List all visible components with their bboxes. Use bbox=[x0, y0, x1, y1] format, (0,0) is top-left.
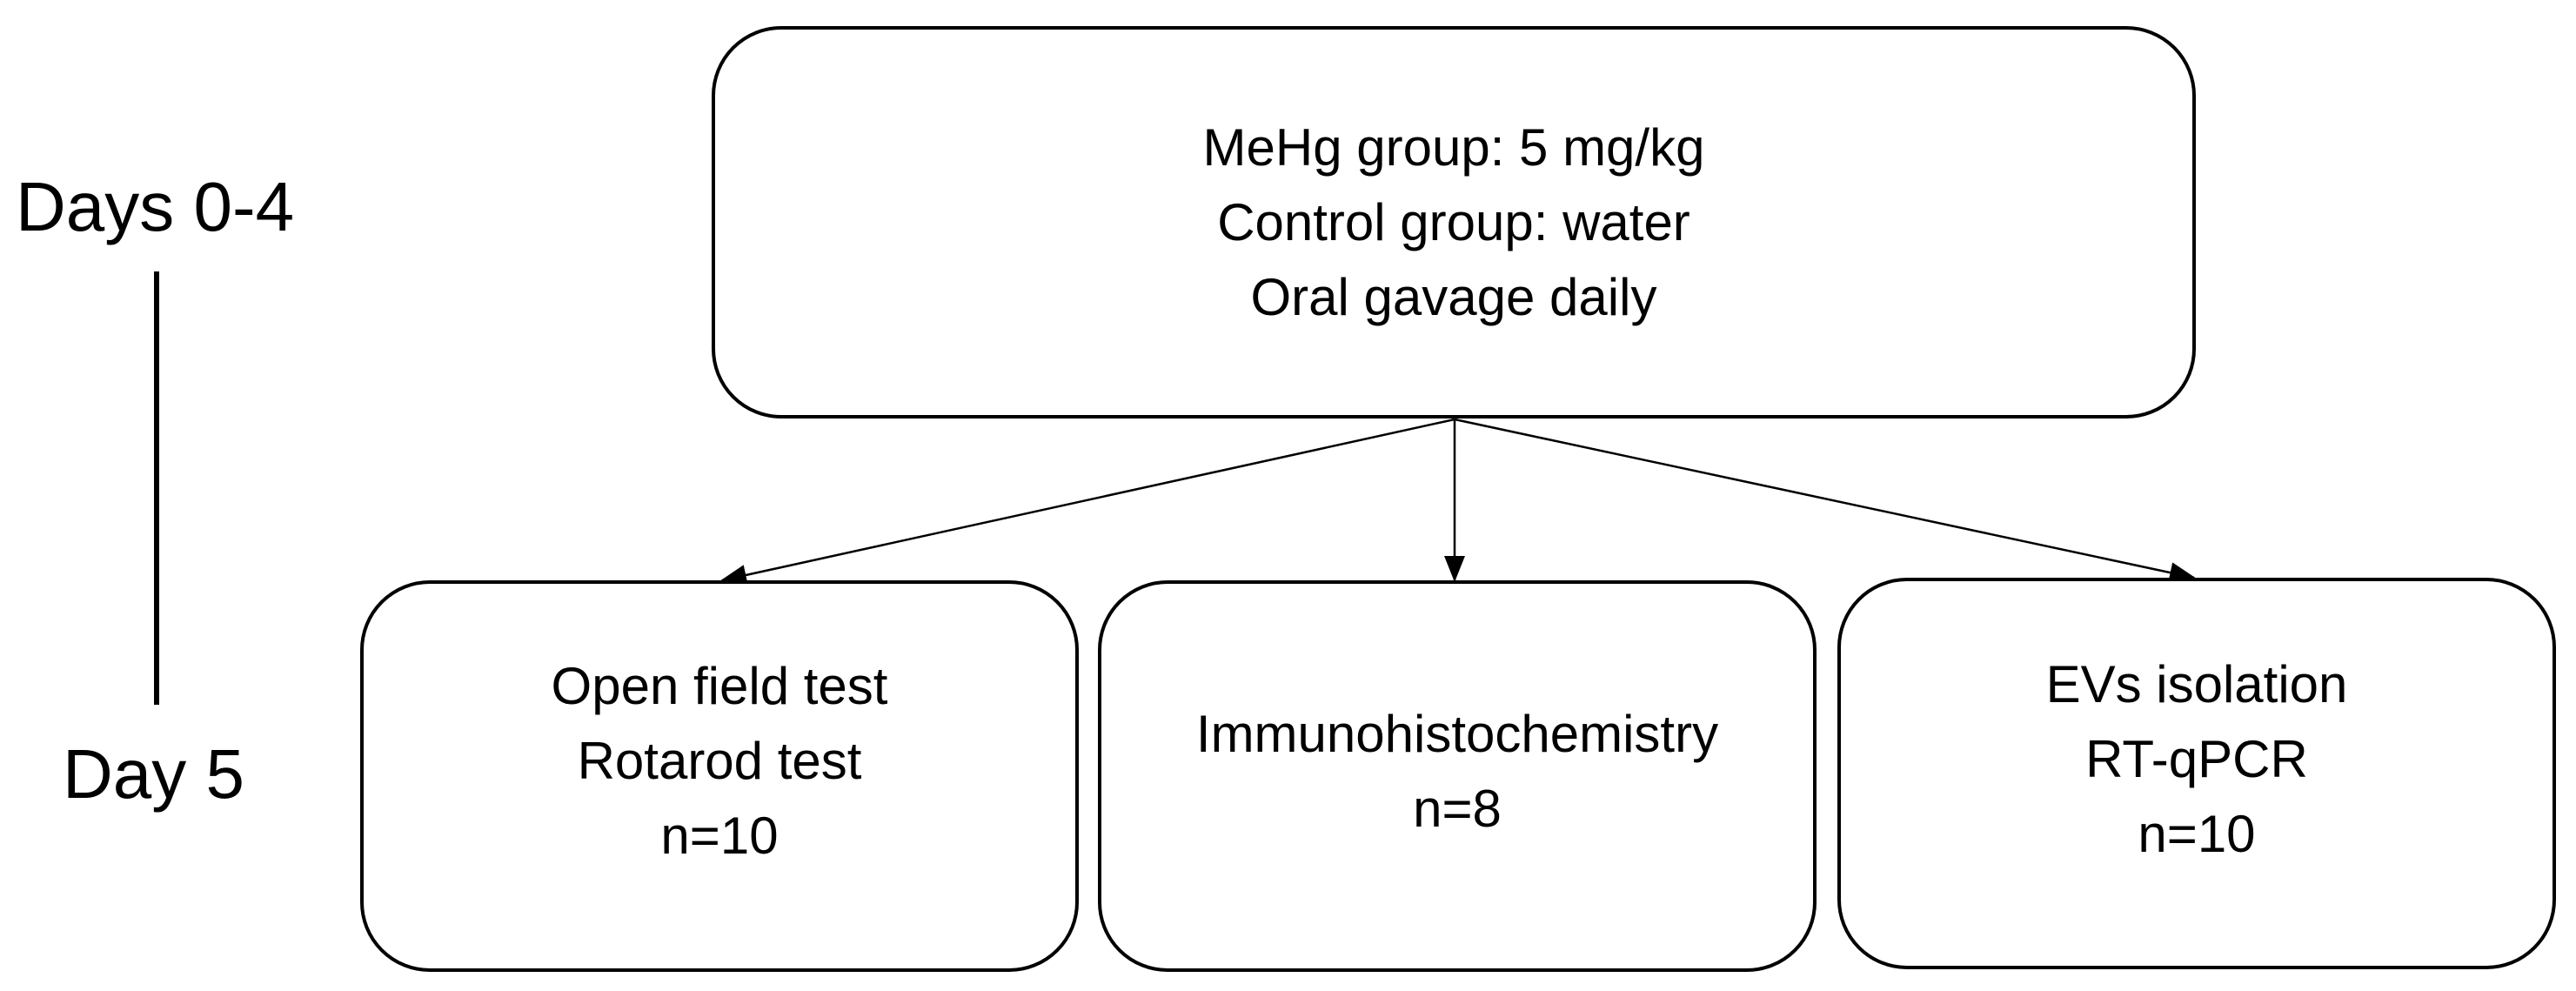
evs-line-2: RT-qPCR bbox=[2085, 730, 2308, 788]
ihc-sample-size: n=8 bbox=[1413, 780, 1502, 838]
treatment-text: MeHg group: 5 mg/kg Control group: water… bbox=[1203, 110, 1705, 335]
behavior-test-box: Open field test Rotarod test n=10 bbox=[360, 580, 1079, 972]
evs-line-1: EVs isolation bbox=[2045, 655, 2348, 713]
behavior-test-line-2: Rotarod test bbox=[577, 732, 862, 790]
evs-box: EVs isolation RT-qPCR n=10 bbox=[1837, 578, 2556, 969]
behavior-test-sample-size: n=10 bbox=[660, 807, 779, 865]
evs-text: EVs isolation RT-qPCR n=10 bbox=[2046, 647, 2348, 872]
treatment-box: MeHg group: 5 mg/kg Control group: water… bbox=[712, 26, 2196, 418]
ihc-line-1: Immunohistochemistry bbox=[1195, 705, 1719, 763]
treatment-line-mehg: MeHg group: 5 mg/kg bbox=[1202, 117, 1705, 177]
arrow-to-behavior-box bbox=[720, 418, 1455, 586]
arrow-to-evs-box bbox=[1454, 418, 2196, 583]
timeline-end-label: Day 5 bbox=[63, 735, 244, 813]
ihc-text: Immunohistochemistry n=8 bbox=[1196, 697, 1718, 847]
evs-sample-size: n=10 bbox=[2138, 805, 2256, 863]
treatment-line-control: Control group: water bbox=[1217, 192, 1690, 251]
treatment-line-route: Oral gavage daily bbox=[1250, 267, 1657, 326]
behavior-test-text: Open field test Rotarod test n=10 bbox=[552, 649, 888, 874]
timeline-start-label: Days 0-4 bbox=[16, 168, 295, 245]
behavior-test-line-1: Open field test bbox=[551, 657, 888, 715]
ihc-box: Immunohistochemistry n=8 bbox=[1098, 580, 1817, 972]
